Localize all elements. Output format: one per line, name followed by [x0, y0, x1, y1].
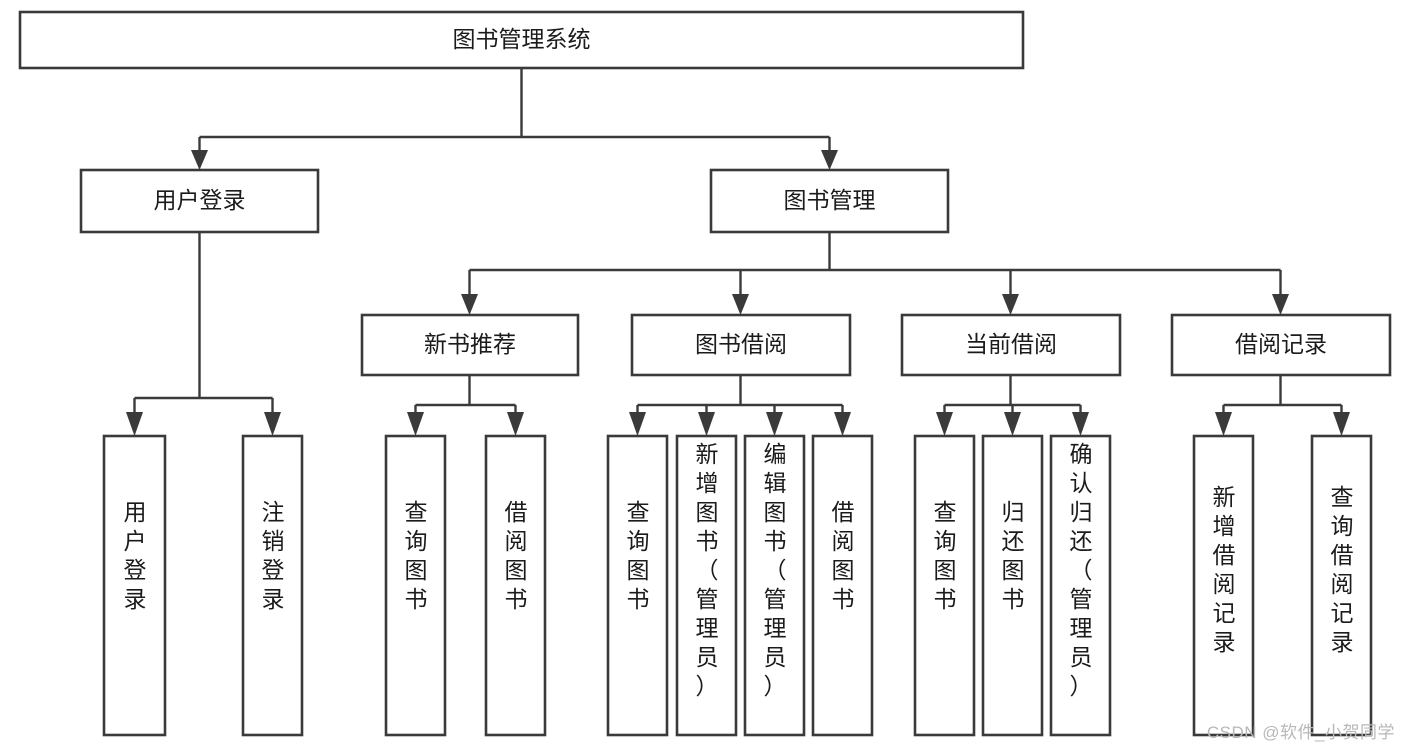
node-borrow-record[interactable]: 借阅记录	[1170, 313, 1392, 377]
node-leaf-borrow-book-2[interactable]: 借阅图书	[811, 434, 874, 737]
node-leaf-query-book-2-box[interactable]	[606, 434, 669, 737]
node-leaf-add-book-label: 新增图书（管理员）	[696, 441, 719, 699]
csdn-watermark: CSDN @软件_小贺同学	[1206, 723, 1395, 742]
node-leaf-user-login-label: 用户登录	[124, 499, 147, 612]
arrowhead-leaf-add-record	[1215, 412, 1232, 436]
node-leaf-add-book[interactable]: 新增图书（管理员）	[675, 434, 738, 737]
node-root-label: 图书管理系统	[453, 26, 591, 52]
connector-group-book-manage	[461, 232, 1289, 315]
node-leaf-logout-box[interactable]	[241, 434, 304, 737]
node-leaf-query-book-2[interactable]: 查询图书	[606, 434, 669, 737]
node-leaf-query-book-3-label: 查询图书	[934, 499, 957, 612]
node-current-borrow-box[interactable]	[900, 313, 1122, 377]
node-book-manage-label: 图书管理	[784, 187, 876, 213]
connector-group-current-borrow	[936, 375, 1089, 436]
arrowhead-user-login	[191, 150, 208, 170]
node-leaf-user-login[interactable]: 用户登录	[102, 434, 167, 737]
arrowhead-leaf-return-book	[1004, 412, 1021, 436]
node-book-borrow[interactable]: 图书借阅	[630, 313, 852, 377]
node-leaf-confirm-return-box[interactable]	[1049, 434, 1112, 737]
arrowhead-leaf-logout	[264, 412, 281, 436]
node-leaf-add-book-box[interactable]	[675, 434, 738, 737]
node-user-login-box[interactable]	[79, 168, 320, 234]
connector-group-user-login	[126, 232, 281, 436]
node-leaf-borrow-book-2-box[interactable]	[811, 434, 874, 737]
arrowhead-leaf-confirm-return	[1072, 412, 1089, 436]
node-leaf-edit-book[interactable]: 编辑图书（管理员）	[743, 434, 806, 737]
node-user-login[interactable]: 用户登录	[79, 168, 320, 234]
node-leaf-user-login-box[interactable]	[102, 434, 167, 737]
arrowhead-borrow	[732, 294, 749, 315]
node-leaf-query-book-3[interactable]: 查询图书	[913, 434, 976, 737]
node-leaf-return-book-label: 归还图书	[1002, 499, 1025, 612]
arrowhead-book-manage	[821, 150, 838, 170]
arrowhead-leaf-edit-book	[766, 412, 783, 436]
node-leaf-query-record-box[interactable]	[1310, 434, 1373, 737]
node-new-book-rec-box[interactable]	[360, 313, 580, 377]
arrowhead-leaf-query-record	[1333, 412, 1350, 436]
node-root[interactable]: 图书管理系统	[18, 10, 1025, 70]
arrowhead-leaf-user-login	[126, 412, 143, 436]
node-current-borrow-label: 当前借阅	[965, 331, 1057, 357]
node-user-login-label: 用户登录	[154, 187, 246, 213]
node-leaf-logout[interactable]: 注销登录	[241, 434, 304, 737]
node-leaf-borrow-book-1[interactable]: 借阅图书	[484, 434, 547, 737]
connector-group-borrow-record	[1215, 375, 1350, 436]
connector-group-root	[191, 68, 838, 170]
arrowhead-leaf-query-book-1	[407, 412, 424, 436]
node-leaf-return-book[interactable]: 归还图书	[981, 434, 1044, 737]
node-root-box[interactable]	[18, 10, 1025, 70]
node-current-borrow[interactable]: 当前借阅	[900, 313, 1122, 377]
node-leaf-query-book-2-label: 查询图书	[627, 499, 650, 612]
arrowhead-leaf-borrow-book-2	[834, 412, 851, 436]
node-leaf-borrow-book-2-label: 借阅图书	[832, 499, 855, 612]
node-leaf-query-record[interactable]: 查询借阅记录	[1310, 434, 1373, 737]
connector-group-newbook	[407, 375, 524, 436]
node-leaf-add-record[interactable]: 新增借阅记录	[1192, 434, 1255, 737]
node-leaf-query-book-1-box[interactable]	[384, 434, 447, 737]
arrowhead-leaf-borrow-book-1	[507, 412, 524, 436]
node-leaf-logout-label: 注销登录	[262, 499, 285, 612]
node-leaf-edit-book-box[interactable]	[743, 434, 806, 737]
arrowhead-newbook	[461, 294, 478, 315]
node-leaf-confirm-return-label: 确认归还（管理员）	[1070, 441, 1093, 699]
node-leaf-edit-book-label: 编辑图书（管理员）	[764, 441, 787, 699]
node-leaf-return-book-box[interactable]	[981, 434, 1044, 737]
node-leaf-borrow-book-1-label: 借阅图书	[505, 499, 528, 612]
node-leaf-confirm-return[interactable]: 确认归还（管理员）	[1049, 434, 1112, 737]
node-book-borrow-label: 图书借阅	[695, 331, 787, 357]
node-borrow-record-box[interactable]	[1170, 313, 1392, 377]
node-book-borrow-box[interactable]	[630, 313, 852, 377]
node-book-manage-box[interactable]	[709, 168, 950, 234]
arrowhead-record	[1272, 294, 1289, 315]
node-new-book-rec[interactable]: 新书推荐	[360, 313, 580, 377]
node-book-manage[interactable]: 图书管理	[709, 168, 950, 234]
arrowhead-leaf-query-book-3	[936, 412, 953, 436]
node-leaf-query-book-1[interactable]: 查询图书	[384, 434, 447, 737]
node-new-book-rec-label: 新书推荐	[424, 331, 516, 357]
connector-group-book-borrow	[629, 375, 851, 436]
node-leaf-borrow-book-1-box[interactable]	[484, 434, 547, 737]
arrowhead-current	[1002, 294, 1019, 315]
arrowhead-leaf-add-book	[698, 412, 715, 436]
node-leaf-query-book-3-box[interactable]	[913, 434, 976, 737]
node-leaf-add-record-label: 新增借阅记录	[1213, 484, 1236, 655]
arrowhead-leaf-query-book-2	[629, 412, 646, 436]
node-leaf-query-record-label: 查询借阅记录	[1331, 484, 1354, 655]
node-leaf-add-record-box[interactable]	[1192, 434, 1255, 737]
node-leaf-query-book-1-label: 查询图书	[405, 499, 428, 612]
node-borrow-record-label: 借阅记录	[1235, 331, 1327, 357]
